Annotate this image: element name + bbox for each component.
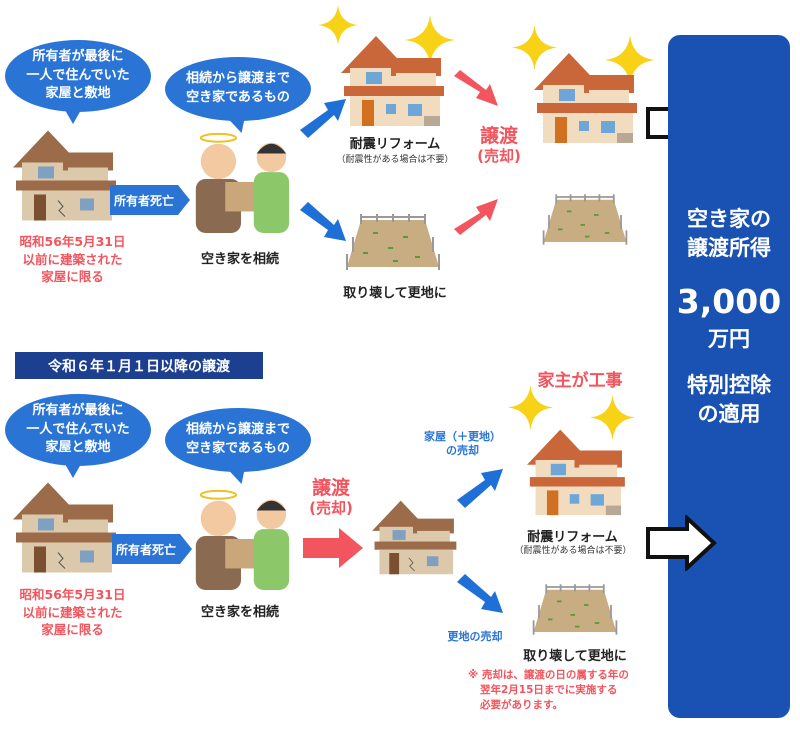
vacant-lot-illustration xyxy=(530,582,620,637)
note-line: 必要があります。 xyxy=(480,699,563,712)
blue-arrow-down-icon xyxy=(457,574,503,613)
section-banner: 令和６年１月１日以降の譲渡 xyxy=(15,352,263,379)
building-date-condition: 昭和56年5月31日 以前に建築された 家屋に限る xyxy=(5,233,140,286)
owner-death-arrow: 所有者死亡 xyxy=(112,534,192,564)
bubble-line: 一人で住んでいた xyxy=(26,67,130,83)
red-arrow-down-icon xyxy=(454,70,498,106)
result-arrow-icon xyxy=(646,515,717,571)
sale-text: (売却) xyxy=(477,146,521,165)
buyer-work-label: 家主が工事 xyxy=(537,371,623,391)
inheritors-illustration xyxy=(180,485,300,593)
condition-line: 家屋に限る xyxy=(41,269,104,284)
demolish-label: 取り壊して更地に xyxy=(343,286,447,301)
special-deduction-panel: 空き家の 譲渡所得 3,000 万円 特別控除 の適用 xyxy=(668,35,790,718)
sold-lot-illustration xyxy=(540,192,630,247)
house-sale-line: の売却 xyxy=(446,444,479,458)
blue-arrow-up-icon xyxy=(457,469,503,508)
bubble-line: 相続から譲渡まで xyxy=(185,71,290,87)
bubble-line: 所有者が最後に xyxy=(32,402,124,418)
panel-line: 譲渡所得 xyxy=(687,236,771,261)
panel-line: 空き家の xyxy=(687,207,771,231)
sold-house-illustration xyxy=(528,45,640,145)
bubble-vacant-condition: 相続から譲渡まで 空き家であるもの xyxy=(165,408,311,472)
blue-arrow-up-icon xyxy=(300,99,346,138)
bubble-owner-residence: 所有者が最後に 一人で住んでいた 家屋と敷地 xyxy=(5,40,151,124)
panel-line: の適用 xyxy=(697,402,761,427)
land-sale-label: 更地の売却 xyxy=(447,630,503,643)
renovated-house-illustration xyxy=(335,28,447,128)
bubble-line: 一人で住んでいた xyxy=(26,421,130,437)
transfer-sale-label: 譲渡 (売却) xyxy=(468,125,530,165)
transfer-text: 譲渡 xyxy=(311,477,350,499)
deduction-amount: 3,000 xyxy=(676,281,782,321)
note-line: ※ 売却は、譲渡の日の属する年の xyxy=(468,669,629,681)
red-arrow-up-icon xyxy=(454,199,498,235)
renovated-house-illustration xyxy=(522,422,627,517)
reform-label: 耐震リフォーム xyxy=(349,137,441,152)
condition-line: 以前に建築された xyxy=(22,604,123,620)
bubble-line: 空き家であるもの xyxy=(186,441,290,456)
owner-death-label: 所有者死亡 xyxy=(116,542,177,557)
inherit-label: 空き家を相続 xyxy=(200,252,279,267)
note-line: 翌年2月15日までに実施する xyxy=(480,684,618,697)
reform-note: （耐震性がある場合は不要） xyxy=(514,546,632,556)
inherit-label: 空き家を相続 xyxy=(200,605,279,620)
inheritors-illustration xyxy=(180,128,300,236)
blue-arrow-down-icon xyxy=(300,202,346,241)
building-date-condition: 昭和56年5月31日 以前に建築された 家屋に限る xyxy=(5,586,140,639)
condition-line: 昭和56年5月31日 xyxy=(19,587,126,602)
transfer-text: 譲渡 xyxy=(479,125,518,147)
reform-note: （耐震性がある場合は不要） xyxy=(336,155,454,165)
bubble-line: 所有者が最後に xyxy=(32,48,124,64)
bubble-line: 空き家であるもの xyxy=(186,90,290,105)
reform-label: 耐震リフォーム xyxy=(527,530,618,545)
owner-death-label: 所有者死亡 xyxy=(114,193,175,208)
sale-text: (売却) xyxy=(309,498,353,517)
vacant-lot-illustration xyxy=(343,212,443,272)
panel-line: 特別控除 xyxy=(687,372,771,397)
deduction-unit: 万円 xyxy=(708,326,750,351)
sale-deadline-note: ※ 売却は、譲渡の日の属する年の 翌年2月15日までに実施する 必要があります。 xyxy=(468,668,629,714)
bubble-line: 家屋と敷地 xyxy=(45,440,111,456)
bubble-owner-residence: 所有者が最後に 一人で住んでいた 家屋と敷地 xyxy=(5,394,151,478)
demolish-label: 取り壊して更地に xyxy=(523,649,627,664)
condition-line: 以前に建築された xyxy=(22,251,123,267)
bubble-line: 家屋と敷地 xyxy=(45,86,111,102)
house-sale-line: 家屋（＋更地） xyxy=(424,430,501,443)
transfer-sale-label: 譲渡 (売却) xyxy=(300,477,362,517)
condition-line: 家屋に限る xyxy=(41,622,104,637)
red-arrow-right-icon xyxy=(303,528,363,568)
house-sale-label: 家屋（＋更地） の売却 xyxy=(415,430,510,459)
owner-death-arrow: 所有者死亡 xyxy=(110,185,190,215)
bubble-line: 相続から譲渡まで xyxy=(185,422,290,438)
condition-line: 昭和56年5月31日 xyxy=(19,234,126,249)
as-is-house-illustration xyxy=(368,490,458,580)
bubble-vacant-condition: 相続から譲渡まで 空き家であるもの xyxy=(165,57,311,121)
old-house-illustration xyxy=(8,472,118,577)
old-house-illustration xyxy=(8,120,118,225)
